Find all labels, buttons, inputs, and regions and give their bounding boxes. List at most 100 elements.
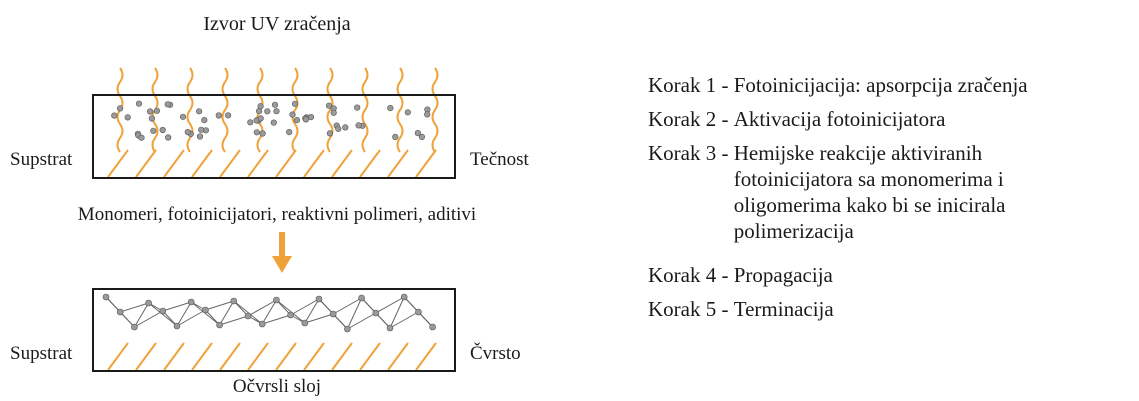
polymer-bond (418, 311, 433, 328)
hatch-line (331, 149, 353, 178)
particle-icon (164, 101, 171, 108)
particle-icon (291, 100, 299, 107)
polymer-bond (190, 301, 220, 326)
hatch-line (303, 342, 325, 371)
hatch-line (247, 342, 269, 371)
step-text: Aktivacija fotoinicijatora (733, 107, 946, 131)
polymer-bond (389, 311, 419, 329)
particle-icon (400, 293, 408, 301)
particle-icon (165, 134, 172, 141)
cured-layer-label: Očvrsli sloj (232, 376, 322, 397)
hatch-line (359, 342, 381, 371)
particle-icon (273, 108, 280, 115)
particle-icon (271, 101, 279, 108)
particle-icon (148, 115, 155, 122)
hatch-line (275, 342, 297, 371)
polymer-bond (205, 300, 234, 311)
polymer-bond (276, 299, 306, 324)
particle-icon (198, 126, 205, 133)
polymer-bond (176, 301, 192, 327)
particle-icon (386, 324, 394, 332)
particle-icon (259, 130, 266, 137)
polymer-bond (134, 310, 164, 328)
hatch-line (163, 342, 185, 371)
particle-icon (330, 109, 337, 116)
particle-icon (418, 133, 426, 140)
polymer-bond (332, 313, 348, 330)
step-number: Korak 4 - (648, 263, 734, 287)
hatch-line (107, 342, 129, 371)
hatch-line (275, 149, 297, 178)
monomer-particles (111, 100, 431, 141)
steps-list: Korak 1 - Fotoinicijacija: apsorpcija zr… (648, 72, 1028, 322)
uv-ray-icon (361, 67, 369, 153)
particle-icon (270, 119, 277, 126)
particle-icon (131, 323, 138, 331)
particle-icon (202, 306, 209, 314)
particle-icon (124, 114, 131, 121)
particle-icon (187, 298, 195, 306)
particle-icon (244, 312, 252, 320)
particle-icon (159, 126, 166, 134)
particle-icon (293, 116, 301, 124)
particle-icon (414, 130, 422, 137)
particle-icon (138, 134, 145, 141)
hatch-line (415, 149, 437, 178)
substrate-hatch (107, 342, 437, 371)
polymer-bond (148, 302, 178, 327)
hatch-line (331, 342, 353, 371)
step-text: Propagacija (733, 263, 833, 287)
particle-icon (415, 308, 422, 316)
particle-icon (196, 108, 203, 115)
particle-icon (201, 116, 208, 124)
down-arrow-icon (272, 232, 292, 273)
particle-icon (257, 103, 264, 110)
particle-icon (307, 113, 315, 121)
step-item: Korak 3 - Hemijske reakcije aktiviranih … (648, 140, 1028, 244)
particle-icon (184, 129, 191, 136)
particle-icon (342, 124, 349, 131)
particle-icon (286, 129, 293, 136)
step-number: Korak 3 - (648, 141, 734, 165)
particle-icon (116, 105, 124, 112)
polymer-bond (262, 314, 291, 325)
particle-icon (335, 125, 342, 132)
particle-icon (258, 320, 266, 328)
particle-icon (147, 108, 154, 115)
uv-source-label: Izvor UV zračenja (203, 13, 351, 35)
particle-icon (215, 112, 222, 119)
hatch-line (247, 149, 269, 178)
polymer-bond (346, 297, 363, 330)
particle-icon (257, 115, 264, 122)
uv-ray-icon (291, 67, 299, 153)
particle-icon (150, 127, 157, 134)
particle-icon (159, 307, 167, 315)
hatch-line (191, 149, 213, 178)
step-number: Korak 1 - (648, 73, 734, 97)
particle-icon (372, 309, 380, 317)
solid-layer-box (92, 288, 456, 372)
particle-icon (429, 323, 436, 331)
substrate-hatch (107, 149, 437, 178)
hatch-line (359, 149, 381, 178)
polymer-bond (119, 311, 135, 328)
uv-ray-icon (396, 67, 404, 153)
polymer-bond (304, 313, 334, 324)
uv-curing-diagram (92, 67, 456, 372)
polymer-bond (375, 312, 391, 329)
particle-icon (145, 299, 152, 307)
polymer-bond (176, 309, 206, 327)
particle-icon (325, 102, 333, 109)
step-number: Korak 5 - (648, 297, 734, 321)
polymer-bond (133, 302, 150, 328)
particle-icon (329, 310, 337, 318)
particle-icon (404, 109, 411, 116)
step-item: Korak 4 - Propagacija (648, 262, 1028, 288)
polymer-bond (290, 298, 320, 316)
hatch-line (107, 149, 129, 178)
polymer-bond (233, 300, 263, 325)
particle-icon (135, 100, 143, 107)
uv-ray-icon (186, 67, 194, 153)
solid-state-label: Čvrsto (470, 343, 521, 364)
step-item: Korak 1 - Fotoinicijacija: apsorpcija zr… (648, 72, 1028, 98)
